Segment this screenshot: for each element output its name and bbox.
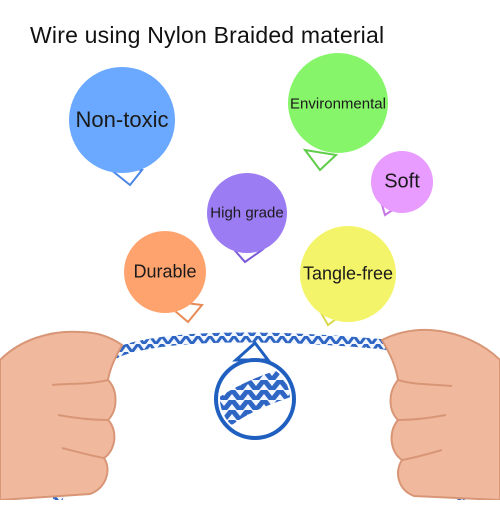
left-hand <box>0 330 124 502</box>
right-hand <box>380 328 500 502</box>
bubble-circle <box>300 226 396 322</box>
magnifier <box>214 340 296 440</box>
bubble-circle <box>207 173 287 253</box>
bubble-soft <box>371 151 433 217</box>
bubble-tangle-free <box>300 226 396 327</box>
bubble-durable <box>124 231 206 324</box>
bubble-non-toxic <box>69 67 175 187</box>
bubble-circle <box>124 231 206 313</box>
bubble-tail <box>302 148 339 172</box>
headline: Wire using Nylon Braided material <box>30 22 385 48</box>
bubble-circle <box>371 151 433 213</box>
bubble-environmental <box>288 53 388 172</box>
bubble-high-grade <box>207 173 287 264</box>
bubble-circle <box>288 53 388 153</box>
bubble-circle <box>69 67 175 173</box>
magnifier-tail <box>232 340 272 362</box>
